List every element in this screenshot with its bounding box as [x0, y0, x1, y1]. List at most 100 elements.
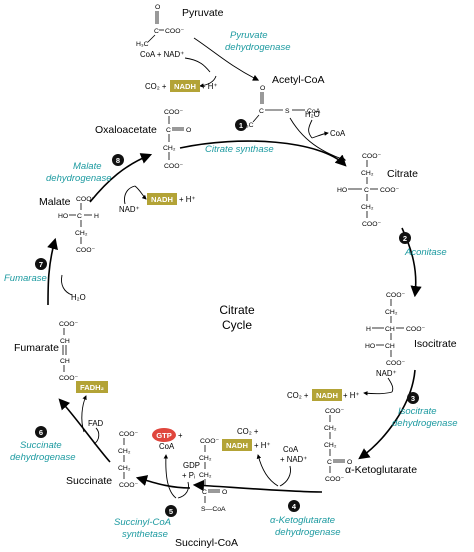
svg-text:COO⁻: COO⁻ — [362, 221, 381, 228]
citrate-structure: COO⁻ CH₂ C HO COO⁻ CH₂ COO⁻ — [337, 153, 399, 228]
svg-text:C: C — [166, 127, 171, 134]
idh-co2: CO₂ + — [287, 391, 309, 400]
svg-text:C: C — [364, 187, 369, 194]
svg-text:H: H — [366, 326, 371, 333]
idh-nadh-box — [312, 389, 342, 401]
mdh-nadh-box — [147, 193, 177, 205]
step-4-badge: 4 — [288, 500, 300, 512]
svg-text:COO⁻: COO⁻ — [325, 476, 344, 483]
svg-text:8: 8 — [116, 156, 120, 165]
oxaloacetate-label: Oxaloacetate — [95, 124, 157, 136]
mdh-nadh-label: NADH — [151, 195, 173, 204]
scs-out-curve — [163, 454, 177, 499]
isocitrate-dh-line-2: dehydrogenase — [392, 418, 458, 429]
step7-arrow — [47, 237, 58, 306]
svg-text:1: 1 — [239, 121, 243, 130]
svg-text:O: O — [260, 85, 265, 92]
svg-text:3: 3 — [411, 394, 415, 403]
idh-h: + H⁺ — [343, 391, 359, 400]
isocitrate-label: Isocitrate — [414, 338, 457, 350]
oxaloacetate-structure: COO⁻ C O CH₂ COO⁻ — [163, 109, 191, 170]
svg-text:COO⁻: COO⁻ — [59, 321, 78, 328]
akg-nad-in: + NAD⁺ — [280, 455, 307, 464]
step4-arrow — [192, 479, 323, 493]
succinyl-coa-label: Succinyl-CoA — [175, 537, 238, 549]
svg-text:CH: CH — [385, 326, 395, 333]
fumarate-label: Fumarate — [14, 342, 59, 354]
svg-text:O: O — [347, 459, 352, 466]
scs-pi: + Pᵢ — [182, 471, 195, 480]
step3-arrow — [358, 369, 416, 460]
svg-text:5: 5 — [169, 507, 173, 516]
succinyl-coa-synthetase-line-2: synthetase — [122, 529, 168, 540]
acetyl-coa-structure: O C S CoA H₃C — [241, 85, 321, 129]
svg-text:O: O — [222, 489, 227, 496]
scs-gtp-plus: + — [178, 431, 183, 440]
svg-text:CH₂: CH₂ — [199, 455, 212, 462]
step6-arrow — [58, 398, 111, 463]
akg-co2: CO₂ + — [237, 427, 259, 436]
akg-coa-in: CoA — [283, 445, 299, 454]
scs-in-curve — [177, 481, 189, 499]
akg-out-curve — [256, 454, 279, 487]
svg-text:O: O — [155, 4, 160, 11]
svg-text:2: 2 — [403, 234, 407, 243]
idh-nad-curve — [387, 377, 394, 393]
svg-text:COO⁻: COO⁻ — [386, 360, 405, 367]
fum-h2o-curve — [61, 274, 73, 296]
idh-nadh-label: NADH — [316, 391, 338, 400]
cs-coa-curve — [311, 131, 329, 139]
svg-text:COO⁻: COO⁻ — [119, 431, 138, 438]
step8-arrow — [89, 153, 153, 203]
gtp-label: GTP — [156, 431, 172, 440]
svg-text:CH₂: CH₂ — [118, 448, 131, 455]
svg-text:COO⁻: COO⁻ — [76, 247, 95, 254]
svg-text:S—CoA: S—CoA — [201, 506, 226, 513]
malate-label: Malate — [39, 196, 71, 208]
svg-text:COO⁻: COO⁻ — [406, 326, 425, 333]
step-2-badge: 2 — [399, 232, 411, 244]
akg-dh-line-1: α-Ketoglutarate — [270, 515, 335, 526]
scs-gdp: GDP — [183, 461, 200, 470]
svg-text:CH₂: CH₂ — [324, 442, 337, 449]
svg-text:C: C — [202, 489, 207, 496]
sdh-fad: FAD — [88, 419, 104, 428]
scs-coa: CoA — [159, 442, 175, 451]
fumarate-structure: COO⁻ CH CH COO⁻ — [59, 321, 78, 382]
step5-arrow — [135, 475, 191, 489]
svg-text:COO⁻: COO⁻ — [380, 187, 399, 194]
step-1-badge: 1 — [235, 119, 247, 131]
cs-h2o-curve — [308, 119, 313, 139]
svg-text:COO⁻: COO⁻ — [325, 408, 344, 415]
acetyl-coa-label: Acetyl-CoA — [272, 74, 325, 86]
akg-nadh-label: NADH — [226, 441, 248, 450]
akg-dh-line-2: dehydrogenase — [275, 527, 341, 538]
svg-text:HO: HO — [337, 187, 347, 194]
svg-text:COO⁻: COO⁻ — [76, 196, 95, 203]
pdh-nadh-box — [170, 80, 200, 92]
gtp-badge — [152, 428, 176, 442]
aconitase-label: Aconitase — [404, 247, 447, 258]
svg-text:4: 4 — [292, 502, 297, 511]
svg-text:C: C — [259, 108, 264, 115]
akg-nadh-box — [222, 439, 252, 451]
svg-text:CH: CH — [60, 358, 70, 365]
svg-text:C: C — [327, 459, 332, 466]
step-3-badge: 3 — [407, 392, 419, 404]
succinyl-coa-synthetase-line-1: Succinyl-CoA — [114, 517, 171, 528]
svg-text:CH: CH — [385, 343, 395, 350]
fadh2-label: FADH₂ — [80, 383, 104, 392]
svg-text:COO⁻: COO⁻ — [200, 438, 219, 445]
mdh-nadh-curve — [134, 185, 147, 200]
svg-text:COO⁻: COO⁻ — [164, 109, 183, 116]
pyruvate-structure: O C H₃C COO⁻ — [136, 4, 184, 48]
pdh-nadh-label: NADH — [174, 82, 196, 91]
mdh-h: + H⁺ — [179, 195, 195, 204]
idh-nadh-curve — [363, 391, 393, 396]
svg-text:7: 7 — [39, 260, 43, 269]
succinyl-coa-structure: COO⁻ CH₂ CH₂ C O S—CoA — [199, 438, 227, 513]
pdh-cofactor-in: CoA + NAD⁺ — [140, 50, 184, 59]
idh-nad: NAD⁺ — [376, 369, 397, 378]
pdh-h: + H⁺ — [201, 82, 217, 91]
